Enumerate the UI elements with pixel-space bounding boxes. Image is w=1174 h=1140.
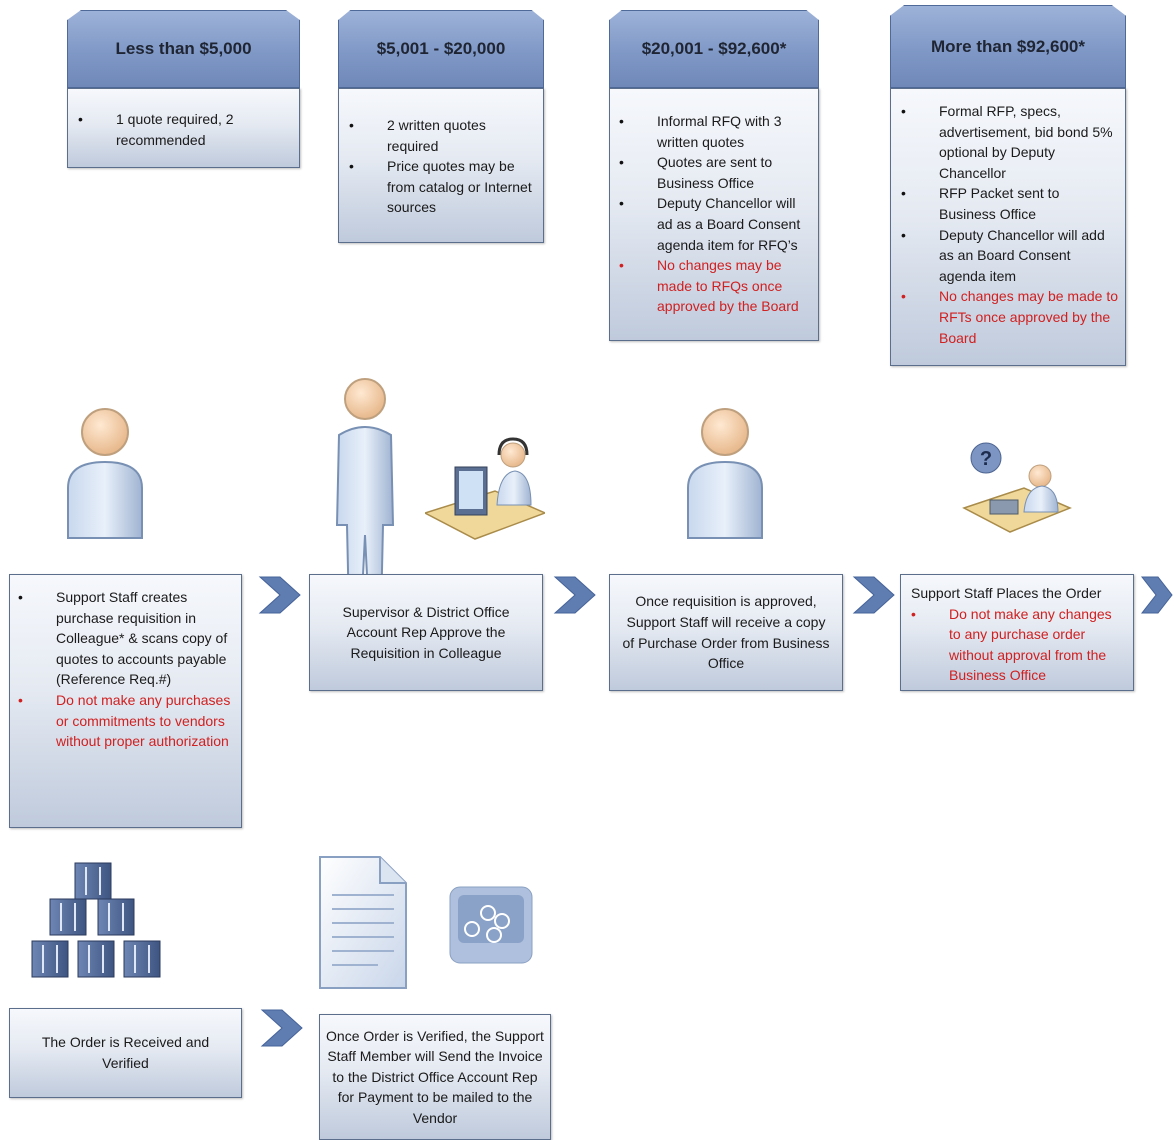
chevron-arrow-icon [553, 575, 597, 620]
step-2-box: Supervisor & District Office Account Rep… [309, 574, 543, 691]
step-3-box: Once requisition is approved, Support St… [609, 574, 843, 691]
tier-4-heading: More than $92,600* [890, 5, 1126, 88]
tier-4-bullet-2: RFP Packet sent to Business Office [901, 183, 1119, 224]
tier-1-box: 1 quote required, 2 recommended [67, 88, 300, 168]
step-4-title: Support Staff Places the Order [911, 585, 1102, 601]
step-3-text: Once requisition is approved, Support St… [622, 593, 830, 672]
chevron-arrow-icon [1140, 575, 1174, 620]
tier-4-box: Formal RFP, specs, advertisement, bid bo… [890, 88, 1126, 366]
tier-3-bullet-3: Deputy Chancellor will ad as a Board Con… [619, 193, 812, 255]
step-2-text: Supervisor & District Office Account Rep… [342, 603, 510, 661]
help-desk-icon: ? [962, 442, 1072, 533]
chevron-arrow-icon [852, 575, 896, 620]
tier-2-bullet-1: 2 written quotes required [349, 115, 537, 156]
step-4-box: Support Staff Places the Order Do not ma… [900, 574, 1134, 691]
tier-3-warning: No changes may be made to RFQs once appr… [619, 255, 812, 317]
tier-3-bullet-1: Informal RFQ with 3 written quotes [619, 111, 812, 152]
tier-1-bullet-1: 1 quote required, 2 recommended [78, 109, 289, 150]
desk-worker-icon [425, 437, 545, 540]
tier-2-box: 2 written quotes required Price quotes m… [338, 88, 544, 243]
chevron-arrow-icon [260, 1008, 304, 1053]
svg-text:?: ? [980, 448, 992, 470]
tier-4-bullet-1: Formal RFP, specs, advertisement, bid bo… [901, 101, 1119, 183]
document-icon [319, 856, 407, 989]
tier-3-box: Informal RFQ with 3 written quotes Quote… [609, 88, 819, 341]
step-1-bullet: Support Staff creates purchase requisiti… [18, 587, 235, 690]
tier-2-heading: $5,001 - $20,000 [338, 10, 544, 88]
tier-3-bullet-2: Quotes are sent to Business Office [619, 152, 812, 193]
step-5-box: The Order is Received and Verified [9, 1008, 242, 1098]
payment-icon [449, 886, 533, 964]
person-icon [687, 408, 763, 539]
person-icon [67, 408, 143, 539]
chevron-arrow-icon [258, 575, 302, 620]
tier-4-warning: No changes may be made to RFTs once appr… [901, 286, 1119, 348]
tier-1-heading: Less than $5,000 [67, 10, 300, 88]
step-1-box: Support Staff creates purchase requisiti… [9, 574, 242, 828]
step-5-text: The Order is Received and Verified [41, 1034, 210, 1071]
step-4-warning: Do not make any changes to any purchase … [911, 604, 1127, 686]
tier-2-bullet-2: Price quotes may be from catalog or Inte… [349, 156, 537, 218]
step-6-box: Once Order is Verified, the Support Staf… [319, 1014, 551, 1140]
tier-3-heading: $20,001 - $92,600* [609, 10, 819, 88]
tier-4-bullet-3: Deputy Chancellor will add as an Board C… [901, 225, 1119, 287]
boxes-icon [31, 862, 161, 978]
step-1-warning: Do not make any purchases or commitments… [18, 690, 235, 752]
step-6-text: Once Order is Verified, the Support Staf… [326, 1027, 544, 1126]
